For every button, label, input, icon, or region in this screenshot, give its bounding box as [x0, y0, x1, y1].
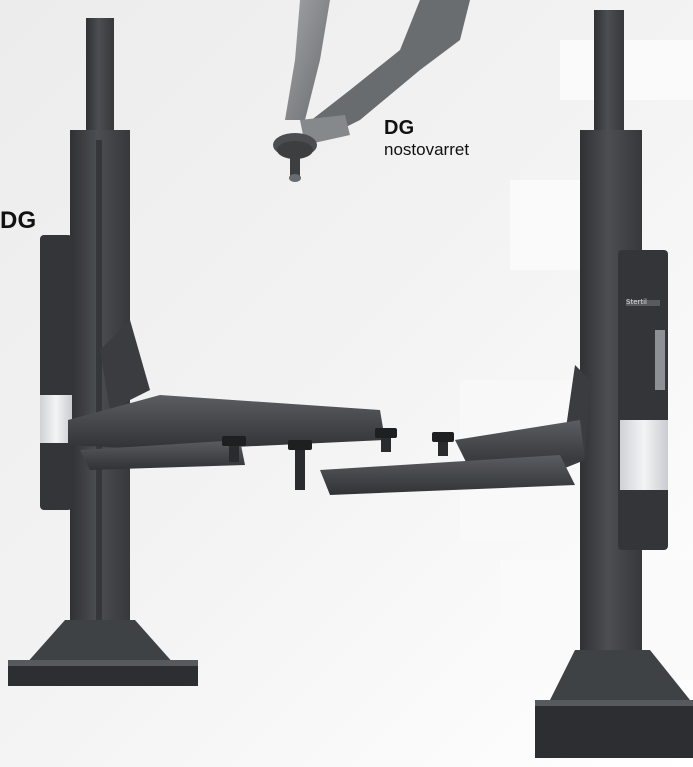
right-column [535, 10, 693, 758]
arms-label: DG nostovarret [384, 117, 469, 160]
arms-label-subtitle: nostovarret [384, 140, 470, 159]
ghost-arm-top [273, 0, 470, 182]
background-block [560, 40, 693, 100]
left-arm-assembly [68, 320, 397, 470]
brand-plate: Stertil [626, 298, 647, 306]
left-label-title: DG [0, 207, 37, 234]
right-arm-assembly [288, 365, 590, 495]
arms-label-title: DG [384, 117, 415, 139]
left-label: DG [0, 207, 36, 235]
